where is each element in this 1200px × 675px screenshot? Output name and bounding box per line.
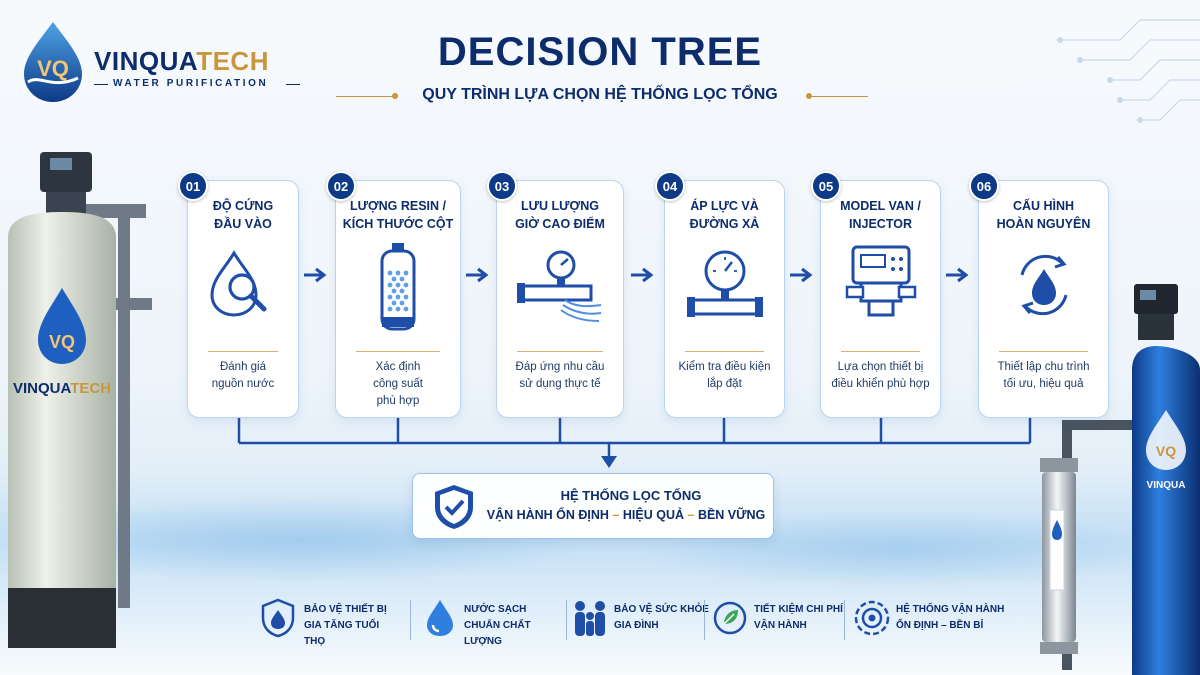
step-title: MODEL VAN / INJECTOR <box>840 199 921 231</box>
step-title: ĐỘ CỨNG ĐẦU VÀO <box>212 199 274 231</box>
benefit-divider <box>704 600 705 640</box>
flow-meter-faucet-icon <box>517 250 602 322</box>
step-card-02[interactable]: 02 LƯỢNG RESIN / KÍCH THƯỚC CỘT Xác định… <box>326 171 461 418</box>
svg-text:VQ: VQ <box>49 332 75 352</box>
brand-name: VINQUATECH <box>94 46 269 76</box>
step-description: Lựa chọn thiết bị điều khiển phù hợp <box>831 361 930 390</box>
benefit-item-2: NƯỚC SẠCH CHUẨN CHẤT LƯỢNG <box>424 596 564 647</box>
step-card-01[interactable]: 01 ĐỘ CỨNG ĐẦU VÀO Đánh giá nguồn nước <box>178 171 299 418</box>
step-separator <box>999 351 1088 352</box>
benefit-divider <box>566 600 567 640</box>
subtitle-dot-left <box>392 93 398 99</box>
result-box[interactable]: HỆ THỐNG LỌC TỔNG VẬN HÀNH ỔN ĐỊNH – HIỆ… <box>412 473 774 539</box>
step-separator <box>841 351 920 352</box>
shield-drop-icon <box>261 598 295 638</box>
page-title: DECISION TREE <box>437 30 763 74</box>
flow-arrow-icon <box>466 267 489 283</box>
step-description: Thiết lập chu trình tối ưu, hiệu quả <box>997 361 1090 390</box>
control-valve-icon <box>845 245 916 317</box>
step-description: Xác định công suất phù hợp <box>373 361 423 407</box>
brand-logo[interactable]: VQ VINQUATECH WATER PURIFICATION <box>18 18 318 108</box>
benefit-item-1: BẢO VỆ THIẾT BỊ GIA TĂNG TUỔI THỌ <box>260 596 400 647</box>
step-card-05[interactable]: 05 MODEL VAN / INJECTOR Lựa chọn thiết b… <box>811 171 941 418</box>
family-icon <box>575 601 605 636</box>
step-description: Đáp ứng nhu cầu sử dụng thực tế <box>515 361 605 390</box>
pressure-gauge-pipe-icon <box>686 250 763 317</box>
vq-drop-logo-icon: VQ <box>24 22 82 102</box>
benefit-item-3: BẢO VỆ SỨC KHỎE GIA ĐÌNH <box>572 596 712 640</box>
benefit-divider <box>410 600 411 640</box>
svg-text:VINQUA: VINQUA <box>1147 480 1186 491</box>
step-separator <box>517 351 603 352</box>
step-card-06[interactable]: 06 CẤU HÌNH HOÀN NGUYÊN Thiết lập chu tr… <box>969 171 1109 418</box>
benefit-divider <box>844 600 845 640</box>
result-subtitle: VẬN HÀNH ỔN ĐỊNH – HIỆU QUẢ – BỀN VỮNG <box>486 508 766 522</box>
savings-leaf-icon <box>713 601 747 635</box>
step-description: Kiểm tra điều kiện lắp đặt <box>678 361 771 390</box>
step-number-badge: 05 <box>811 171 841 201</box>
step-number-badge: 06 <box>969 171 999 201</box>
tagline-rule-left <box>94 84 108 85</box>
flow-arrow-icon <box>631 267 654 283</box>
shield-check-icon <box>435 485 473 529</box>
benefit-item-5: HỆ THỐNG VẬN HÀNH ỔN ĐỊNH – BỀN BỈ <box>852 596 1012 640</box>
filter-tank-right-image: VQ VINQUA <box>1040 284 1200 675</box>
flow-arrow-icon <box>304 267 327 283</box>
step-separator <box>685 351 764 352</box>
brand-tagline: WATER PURIFICATION <box>113 78 269 89</box>
subtitle-rule-right <box>808 96 868 97</box>
step-description: Đánh giá nguồn nước <box>211 361 275 390</box>
svg-text:VINQUATECH: VINQUATECH <box>13 380 111 397</box>
circuit-lines-decoration <box>1057 19 1200 123</box>
flow-arrow-icon <box>946 267 969 283</box>
svg-text:VQ: VQ <box>1156 443 1176 459</box>
step-title: LƯỢNG RESIN / KÍCH THƯỚC CỘT <box>342 199 454 231</box>
step-number-badge: 04 <box>655 171 685 201</box>
water-drop-magnifier-icon <box>210 249 267 317</box>
filter-tank-left-image: VQ VINQUATECH <box>8 152 152 648</box>
benefit-item-4: TIẾT KIỆM CHI PHÍ VẬN HÀNH <box>712 596 852 640</box>
gear-cycle-icon <box>854 600 890 636</box>
step-number-badge: 01 <box>178 171 208 201</box>
page-subtitle: QUY TRÌNH LỰA CHỌN HỆ THỐNG LỌC TỔNG <box>422 86 778 103</box>
regeneration-cycle-icon <box>1020 254 1067 316</box>
svg-text:VQ: VQ <box>37 56 69 81</box>
step-title: CẤU HÌNH HOÀN NGUYÊN <box>996 199 1091 231</box>
step-title: ÁP LỰC VÀ ĐƯỜNG XẢ <box>689 199 760 231</box>
subtitle-rule-left <box>336 96 396 97</box>
result-title: HỆ THỐNG LỌC TỔNG <box>560 488 702 503</box>
step-number-badge: 02 <box>326 171 356 201</box>
resin-column-icon <box>380 243 416 331</box>
step-separator <box>356 351 440 352</box>
step-card-03[interactable]: 03 LƯU LƯỢNG GIỜ CAO ĐIỂM Đáp ứng nhu cầ… <box>487 171 624 418</box>
tagline-rule-right <box>286 84 300 85</box>
step-card-04[interactable]: 04 ÁP LỰC VÀ ĐƯỜNG XẢ Kiểm tra điều kiện… <box>655 171 785 418</box>
step-number-badge: 03 <box>487 171 517 201</box>
step-separator <box>208 351 278 352</box>
step-title: LƯU LƯỢNG GIỜ CAO ĐIỂM <box>515 199 605 231</box>
flow-arrow-icon <box>790 267 813 283</box>
water-drop-icon <box>427 600 453 636</box>
